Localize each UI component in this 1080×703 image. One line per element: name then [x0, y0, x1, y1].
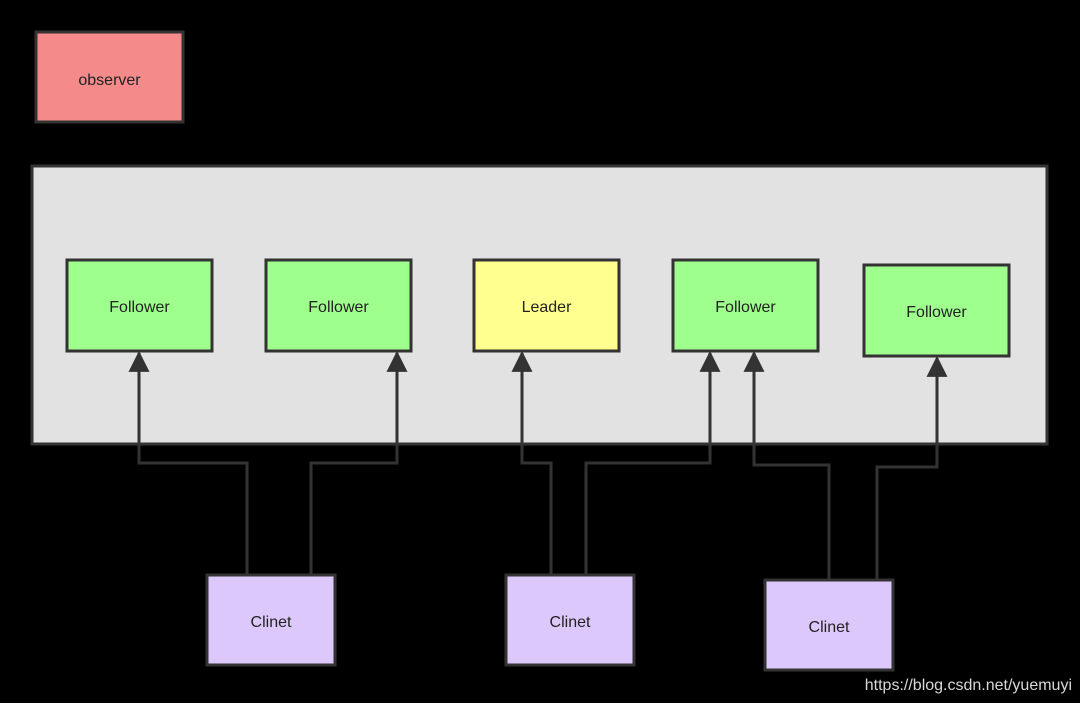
- client-box: [763, 578, 895, 672]
- server-node-s2: Follower: [264, 258, 413, 353]
- client-box: [504, 573, 636, 667]
- observer-node: observer: [34, 30, 185, 124]
- server-box: [862, 263, 1011, 358]
- leader-box: [472, 258, 621, 353]
- server-box: [264, 258, 413, 353]
- observer-box: [34, 30, 185, 124]
- leader-label: Leader: [522, 299, 572, 316]
- client-box: [205, 573, 337, 667]
- connector-c1-s2: [309, 350, 408, 575]
- client-node-c2: Clinet: [504, 573, 636, 667]
- client-label: Clinet: [251, 614, 292, 631]
- server-label: Follower: [109, 299, 170, 316]
- client-label: Clinet: [809, 619, 850, 636]
- server-node-s5: Follower: [862, 263, 1011, 358]
- server-label: Follower: [308, 299, 369, 316]
- server-label: Follower: [906, 304, 967, 321]
- connector-c2-s3: [511, 350, 553, 575]
- server-box: [671, 258, 820, 353]
- server-node-s1: Follower: [65, 258, 214, 353]
- server-box: [65, 258, 214, 353]
- client-node-c1: Clinet: [205, 573, 337, 667]
- connectors: [128, 350, 948, 580]
- connector-c2-s4: [584, 350, 721, 575]
- client-node-c3: Clinet: [763, 578, 895, 672]
- server-node-s3: Leader: [472, 258, 621, 353]
- watermark-url: https://blog.csdn.net/yuemuyi: [864, 677, 1072, 694]
- connector-c3-s4: [743, 350, 831, 580]
- connector-c3-s5: [875, 355, 948, 580]
- client-label: Clinet: [550, 614, 591, 631]
- connector-c1-s1: [128, 350, 249, 575]
- observer-label: observer: [78, 72, 141, 89]
- server-label: Follower: [715, 299, 776, 316]
- server-node-s4: Follower: [671, 258, 820, 353]
